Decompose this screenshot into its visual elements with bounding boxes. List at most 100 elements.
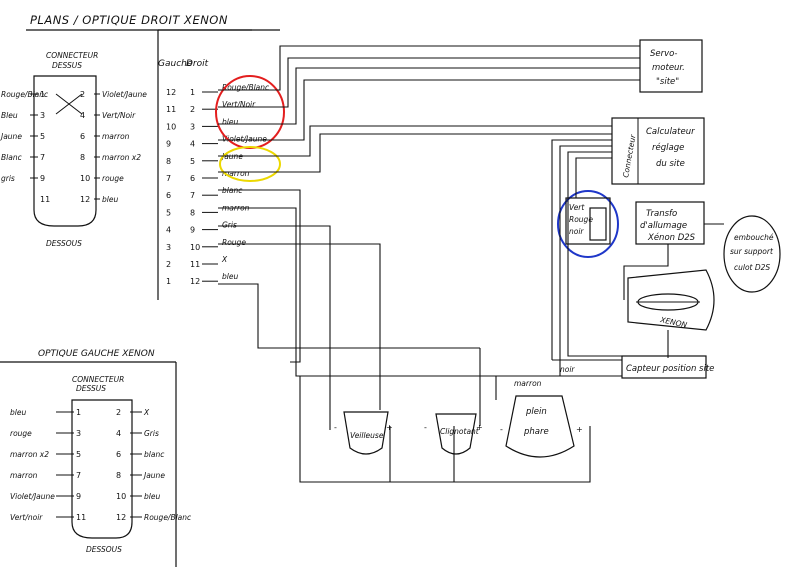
- rc-row-left-color: gris: [1, 174, 15, 183]
- lc-row-right-color: bleu: [144, 492, 160, 501]
- lc-row-right-pin: 4: [116, 429, 121, 438]
- ampoule-label-2: sur support: [730, 247, 774, 256]
- wire-servo-1: [218, 45, 640, 91]
- transfo-box: [635, 201, 705, 245]
- left-connector-top-label: CONNECTEUR: [72, 375, 124, 384]
- rc-row-left-color: Bleu: [1, 111, 18, 120]
- site-connector-rouge: Rouge: [569, 215, 593, 224]
- pin-row-droit: 11: [190, 260, 200, 269]
- cross-wire-b: [55, 93, 83, 115]
- wire-servo-2: [218, 57, 640, 108]
- xenon-label: XENON: [659, 315, 689, 330]
- wire-calc-3: [551, 139, 612, 360]
- calculateur-box: [611, 117, 705, 185]
- rc-row-right-color: Vert/Noir: [102, 111, 136, 120]
- site-connector: Vert Rouge noir: [565, 197, 611, 245]
- lc-row-right-color: X: [143, 408, 150, 417]
- site-connector-noir: noir: [569, 227, 584, 236]
- transfo-allumage: Transfo d'allumage Xénon D2S: [635, 201, 705, 245]
- plein-phare-label-1: plein: [525, 407, 547, 417]
- pin-row-gauche: 10: [166, 122, 176, 131]
- col-droit-header: Droit: [186, 59, 209, 69]
- lc-row-left-pin: 9: [76, 492, 81, 501]
- calculateur-label-3: du site: [656, 159, 685, 169]
- wire-gris: [218, 225, 331, 410]
- clignotant-label: Clignotant: [440, 427, 480, 436]
- pin-row-droit: 4: [190, 140, 195, 149]
- pin-row-color: marron: [222, 169, 250, 178]
- pin-row-gauche: 1: [166, 277, 171, 286]
- pin-row-gauche: 11: [166, 105, 176, 114]
- lc-row-left-pin: 1: [76, 408, 81, 417]
- pin-row-color: bleu: [222, 117, 238, 126]
- rc-row-right-color: marron: [102, 132, 130, 141]
- pin-row-droit: 7: [190, 191, 195, 200]
- veilleuse-plus: +: [386, 423, 393, 432]
- xenon-reflector: [627, 269, 715, 331]
- wire-calc-1: [218, 125, 612, 157]
- wire-bleu: [218, 189, 301, 363]
- rc-row-left-color: Jaune: [0, 132, 22, 141]
- calculateur-connector-label: Connecteur: [621, 133, 638, 178]
- servo-label-2: moteur.: [652, 63, 685, 73]
- wire-calc-6: [575, 157, 612, 198]
- wire-transfo-xenon: [623, 244, 669, 300]
- transfo-label-2: d'allumage: [640, 221, 687, 231]
- blue-highlight-circle: [557, 190, 619, 258]
- rc-row-right-color: rouge: [102, 174, 124, 183]
- pin-row-color: Rouge: [222, 238, 246, 247]
- lc-row-left-color: Vert/noir: [10, 513, 43, 522]
- pin-row-color: X: [221, 255, 228, 264]
- pin-row-droit: 9: [190, 226, 195, 235]
- lc-row-left-color: Violet/Jaune: [10, 492, 55, 501]
- rc-row-left-pin: 11: [40, 195, 50, 204]
- lc-row-right-color: blanc: [144, 450, 165, 459]
- rc-row-left-pin: 7: [40, 153, 45, 162]
- wire-servo-4: [218, 79, 640, 141]
- lc-row-left-color: marron: [10, 471, 38, 480]
- lc-row-right-pin: 12: [116, 513, 126, 522]
- pin-row-droit: 3: [190, 122, 195, 131]
- servo-label-1: Servo-: [650, 49, 677, 59]
- plein-phare-label-2: phare: [523, 427, 549, 437]
- lc-row-right-pin: 10: [116, 492, 126, 501]
- pin-row-gauche: 8: [166, 157, 171, 166]
- pin-row-color: Rouge/Blanc: [222, 83, 270, 92]
- lc-row-left-color: marron x2: [10, 450, 49, 459]
- left-connector-bottom-label: DESSOUS: [86, 545, 122, 554]
- pin-row-color: Gris: [222, 221, 237, 230]
- rc-row-right-color: marron x2: [102, 153, 141, 162]
- rc-row-left-pin: 1: [40, 90, 45, 99]
- ampoule-label-3: culot D2S: [734, 263, 770, 272]
- rc-row-right-pin: 6: [80, 132, 85, 141]
- wire-ground-rail: [299, 376, 591, 483]
- left-connector-body: [71, 399, 133, 539]
- calculateur-label-2: réglage: [652, 142, 684, 153]
- wire-servo-3: [218, 67, 640, 125]
- pin-row-droit: 6: [190, 174, 195, 183]
- wire-calc-2: [218, 133, 612, 173]
- lc-row-left-pin: 7: [76, 471, 81, 480]
- pin-row-droit: 12: [190, 277, 200, 286]
- capteur-label: Capteur position site: [626, 364, 714, 374]
- rc-row-left-color: Blanc: [1, 153, 23, 162]
- lc-row-left-pin: 11: [76, 513, 86, 522]
- lc-row-left-pin: 5: [76, 450, 81, 459]
- calculateur: Connecteur Calculateur réglage du site: [611, 117, 705, 185]
- ampoule-d2s: embouché sur support culot D2S: [723, 215, 781, 293]
- pin-row-droit: 1: [190, 88, 195, 97]
- left-panel-title: OPTIQUE GAUCHE XENON: [38, 349, 155, 359]
- pin-row-color: blanc: [222, 186, 243, 195]
- servo-moteur-box: [639, 39, 703, 93]
- plein-phare-body: [505, 395, 575, 458]
- wiring: [218, 45, 724, 483]
- pin-row-droit: 10: [190, 243, 200, 252]
- wire-calc-5: [567, 151, 624, 357]
- plein-phare-plus: +: [576, 425, 583, 434]
